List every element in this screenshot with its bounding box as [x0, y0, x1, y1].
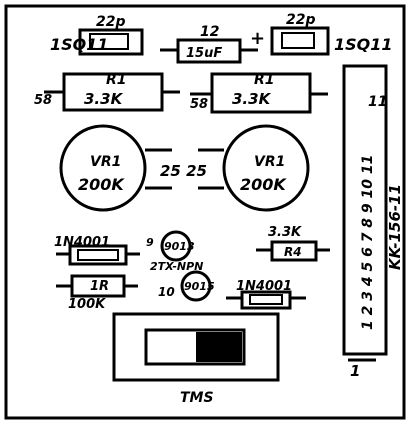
- board-outline: [4, 4, 406, 420]
- plus-sign: +: [250, 28, 265, 49]
- top-right-cap-value: 22p: [286, 12, 316, 28]
- mid-cap-ref: 12: [200, 24, 219, 40]
- left-small-res-ref: 1R: [90, 279, 109, 294]
- switch-label: TMS: [180, 390, 214, 406]
- top-left-capacitor-body: [89, 33, 129, 50]
- mid-cap-value: 15uF: [186, 46, 222, 61]
- transistor-a-label: 9013: [164, 240, 195, 253]
- left-potentiometer: [59, 124, 147, 212]
- transistor-b-label: 9015: [184, 280, 215, 293]
- left-res-pin: 58: [34, 93, 52, 108]
- right-potentiometer: [222, 124, 310, 212]
- left-diode-band: [77, 249, 119, 261]
- top-left-part-label: 1SQ11: [50, 35, 109, 54]
- left-res-ref: R1: [106, 72, 127, 88]
- transistor-a: [160, 230, 192, 262]
- connector-bottom-pin: 1: [350, 362, 360, 380]
- left-resistor: [62, 72, 164, 112]
- left-res-value: 3.3K: [84, 90, 124, 108]
- right-res-small-value: 3.3K: [268, 225, 302, 240]
- left-pot-ref: VR1: [90, 154, 121, 170]
- right-res-value: 3.3K: [232, 90, 272, 108]
- right-res-ref: R1: [254, 72, 275, 88]
- transistor-group-label: 2TX-NPN: [150, 260, 203, 273]
- right-res-pin: 58: [190, 97, 208, 112]
- connector-label: KK-156-11: [386, 184, 404, 270]
- right-res-small-ref: R4: [284, 245, 302, 259]
- transistor-b: [180, 270, 212, 302]
- top-right-part-label: 1SQ11: [334, 35, 393, 54]
- transistor-b-pin: 10: [158, 285, 175, 299]
- right-pot-ref: VR1: [254, 154, 285, 170]
- left-small-res-value: 100K: [68, 297, 106, 312]
- connector-body: [342, 64, 388, 356]
- right-pot-value: 200K: [240, 175, 287, 194]
- center-pins-label: 25 25: [160, 162, 207, 180]
- top-left-cap-value: 22p: [96, 14, 126, 30]
- slide-switch-knob: [196, 332, 242, 362]
- transistor-a-pin: 9: [146, 236, 154, 249]
- left-pot-value: 200K: [78, 175, 125, 194]
- top-right-capacitor-body: [281, 32, 315, 49]
- connector-top-pin: 11: [368, 94, 387, 110]
- right-diode-label: 1N4001: [236, 279, 292, 294]
- right-diode-band: [249, 294, 283, 305]
- connector-pin-numbers: 1 2 3 4 5 6 7 8 9 10 11: [360, 155, 376, 330]
